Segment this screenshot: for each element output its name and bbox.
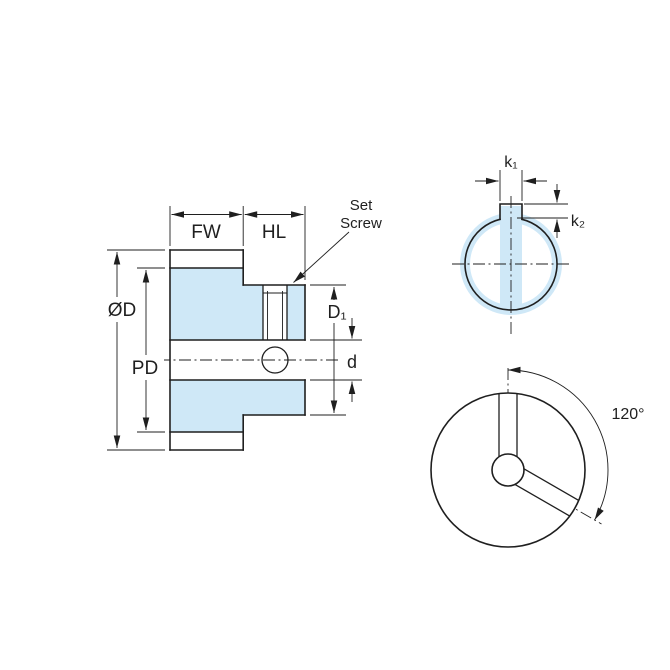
front-view: 120° <box>430 366 645 548</box>
d1-label: D₁ <box>327 302 346 322</box>
od-label-mask <box>102 297 142 322</box>
gear-body-lower-fill <box>170 380 305 432</box>
dim-k1: k₁ <box>475 154 547 201</box>
dim-k2: k₂ <box>517 184 585 238</box>
dim-od: ØD <box>102 249 165 451</box>
keyway-notch <box>499 203 523 221</box>
front-bore-circle <box>491 453 525 487</box>
pd-label-mask <box>127 355 164 380</box>
set-screw-leader <box>293 231 350 283</box>
angle-label: 120° <box>611 406 644 423</box>
pd-label: PD <box>132 358 158 379</box>
dim-angle-120: 120° <box>507 366 645 521</box>
set-screw-hole-diagonal <box>514 468 580 517</box>
od-label: ØD <box>108 300 137 321</box>
set-screw-hole-top <box>498 393 518 457</box>
set-screw-label-line2: Screw <box>340 215 382 232</box>
fw-label: FW <box>191 222 221 243</box>
set-screw-callout: Set Screw <box>293 197 382 283</box>
set-screw-label-line1: Set <box>350 197 373 214</box>
keyway-detail: k₁ k₂ <box>452 154 585 334</box>
d1-label-mask <box>321 300 352 323</box>
k2-label: k₂ <box>571 213 585 230</box>
hl-label: HL <box>262 222 286 243</box>
bore-circle <box>464 218 558 311</box>
dim-d: d <box>310 318 362 402</box>
dim-fw: FW <box>169 206 244 246</box>
d-label: d <box>347 352 357 372</box>
k1-label: k₁ <box>504 154 517 171</box>
dim-d1: D₁ <box>310 284 352 416</box>
side-view: FW HL Set Screw ØD <box>102 197 382 451</box>
dim-pd: PD <box>127 267 165 433</box>
set-screw-hole-fill <box>263 285 287 340</box>
dim-hl: HL <box>244 206 306 280</box>
